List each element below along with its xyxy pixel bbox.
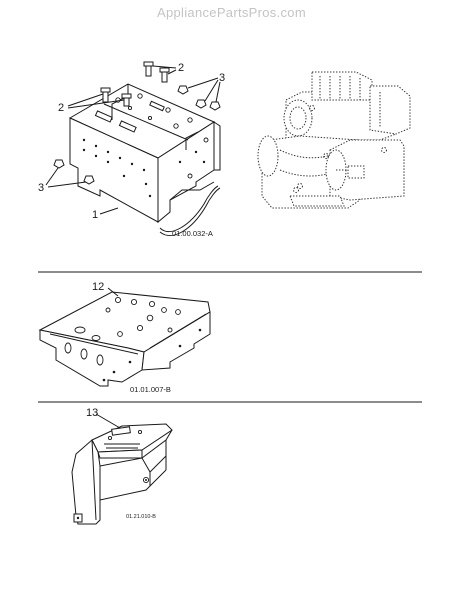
frame-assembly-drawing	[45, 61, 221, 237]
figure-code-2: 01.01.007-B	[130, 385, 171, 394]
figure-code-3: 01.21.010-B	[126, 514, 156, 520]
watermark-text: AppliancePartsPros.com	[157, 5, 306, 20]
callout-part-2-top: 2	[178, 62, 184, 74]
callout-part-1: 1	[92, 209, 98, 221]
callout-part-3-left: 3	[38, 182, 44, 194]
callout-part-13: 13	[86, 407, 98, 419]
callout-part-12: 12	[92, 281, 104, 293]
callout-part-3-top: 3	[219, 72, 225, 84]
shroud-drawing	[71, 413, 173, 525]
figure-code-1: 01.00.032-A	[172, 229, 213, 238]
callout-part-2-left: 2	[58, 102, 64, 114]
bracket-plate-drawing	[38, 287, 211, 387]
engine-reference-drawing	[257, 71, 411, 209]
